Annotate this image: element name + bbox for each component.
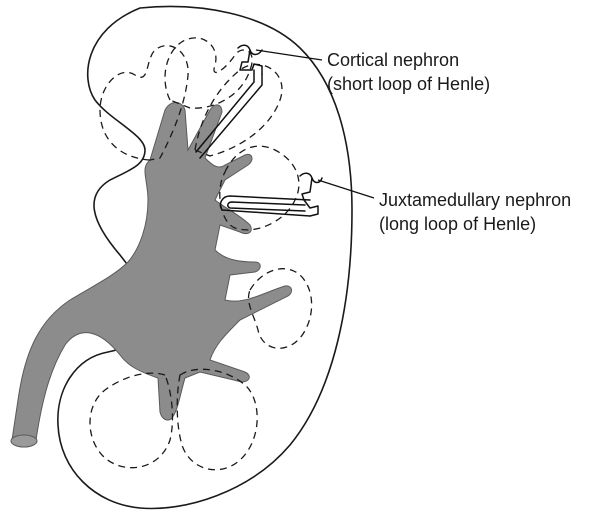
juxtamedullary-nephron-label: Juxtamedullary nephron (long loop of Hen… xyxy=(379,188,571,236)
juxtamedullary-nephron xyxy=(220,173,322,216)
cortical-nephron-subtitle: (short loop of Henle) xyxy=(327,72,490,96)
cortical-leader-line xyxy=(256,50,322,60)
cortical-nephron xyxy=(196,45,262,158)
cortical-nephron-label: Cortical nephron (short loop of Henle) xyxy=(327,48,490,96)
juxtamedullary-nephron-subtitle: (long loop of Henle) xyxy=(379,212,571,236)
juxta-leader-line xyxy=(318,180,374,198)
pyramid-2 xyxy=(165,38,252,108)
ureter-end xyxy=(11,435,37,447)
cortical-nephron-title: Cortical nephron xyxy=(327,48,490,72)
pyramid-7 xyxy=(177,369,257,469)
juxtamedullary-nephron-title: Juxtamedullary nephron xyxy=(379,188,571,212)
